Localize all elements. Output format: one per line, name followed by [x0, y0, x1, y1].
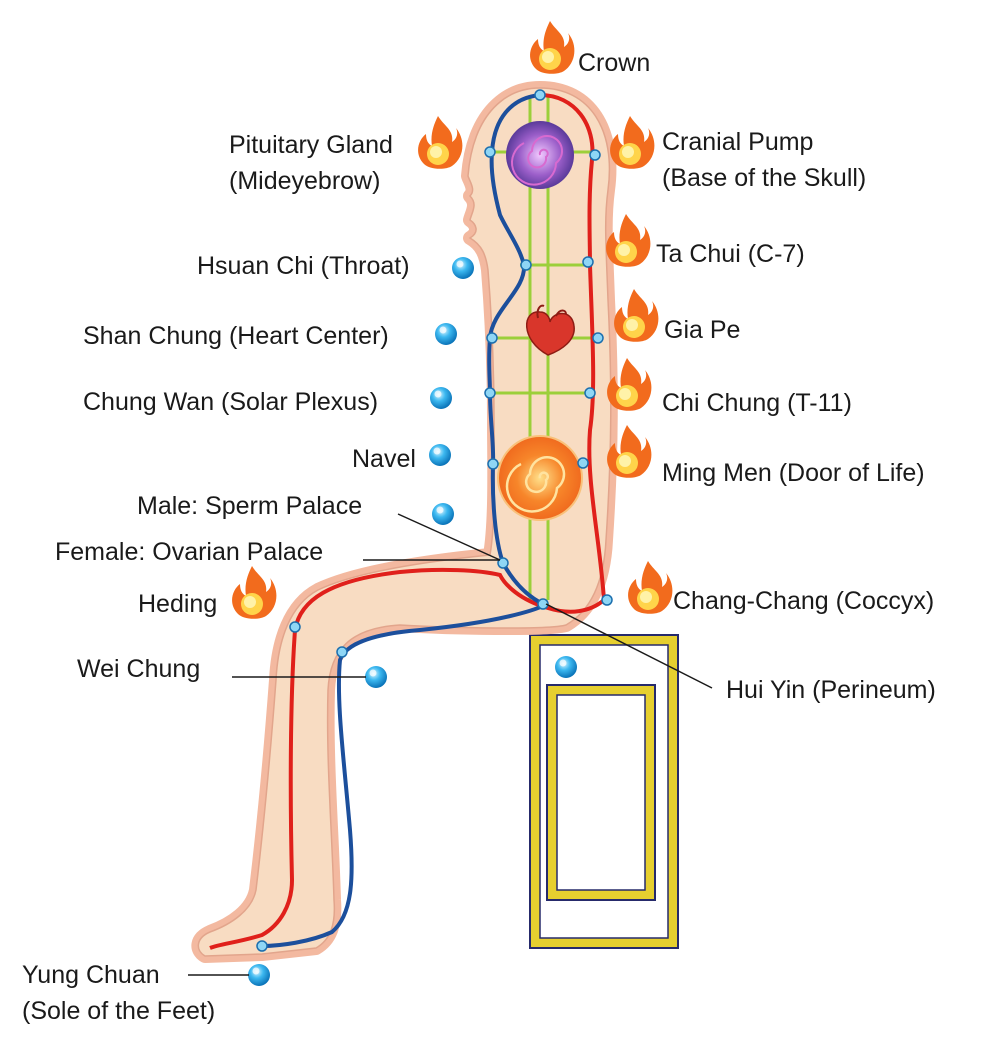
energy-point-icon: [435, 323, 457, 345]
label-chi-chung: Chi Chung (T-11): [662, 389, 852, 417]
label-chung-wan: Chung Wan (Solar Plexus): [83, 388, 378, 416]
label-male: Male: Sperm Palace: [137, 492, 362, 520]
label-hui-yin: Hui Yin (Perineum): [726, 676, 936, 704]
label-gia-pe: Gia Pe: [664, 316, 740, 344]
energy-point-icon: [248, 964, 270, 986]
energy-point-icon: [429, 444, 451, 466]
fire-icon: [628, 561, 673, 614]
label-pituitary: Pituitary Gland: [229, 131, 393, 159]
label-shan-chung: Shan Chung (Heart Center): [83, 322, 389, 350]
body-silhouette: [191, 81, 618, 963]
label-hsuan-chi: Hsuan Chi (Throat): [197, 252, 410, 280]
governor-channel: [209, 93, 607, 950]
label-yung-chuan: Yung Chuan: [22, 961, 160, 989]
label-ming-men: Ming Men (Door of Life): [662, 459, 925, 487]
fire-icon: [418, 116, 463, 169]
energy-point-icon: [430, 387, 452, 409]
label-ta-chui: Ta Chui (C-7): [656, 240, 805, 268]
label-heding: Heding: [138, 590, 217, 618]
energy-point-icon: [555, 656, 577, 678]
labels: Crown Pituitary Gland (Mideyebrow) Crani…: [22, 49, 936, 1025]
label-cranial-sub: (Base of the Skull): [662, 164, 866, 192]
fire-icon: [610, 116, 655, 169]
heart-icon: [525, 311, 575, 356]
fire-icon: [232, 566, 277, 619]
label-chang-chang: Chang-Chang (Coccyx): [673, 587, 934, 615]
label-female: Female: Ovarian Palace: [55, 538, 323, 566]
navel-spiral-center: [497, 435, 583, 521]
stool: [529, 634, 679, 949]
heart-center: [525, 304, 575, 356]
label-yung-chuan-sub: (Sole of the Feet): [22, 997, 215, 1025]
label-cranial: Cranial Pump: [662, 128, 813, 156]
fire-icon: [530, 21, 575, 74]
energy-point-icon: [365, 666, 387, 688]
energy-point-icon: [452, 257, 474, 279]
label-crown: Crown: [578, 49, 650, 77]
crown-spiral-center: [506, 121, 574, 189]
spiral-icon: [511, 135, 563, 186]
fire-icon: [614, 289, 659, 342]
label-pituitary-sub: (Mideyebrow): [229, 167, 380, 195]
label-navel: Navel: [352, 445, 416, 473]
energy-point-icon: [432, 503, 454, 525]
label-wei-chung: Wei Chung: [77, 655, 200, 683]
leader-lines: [188, 513, 713, 976]
